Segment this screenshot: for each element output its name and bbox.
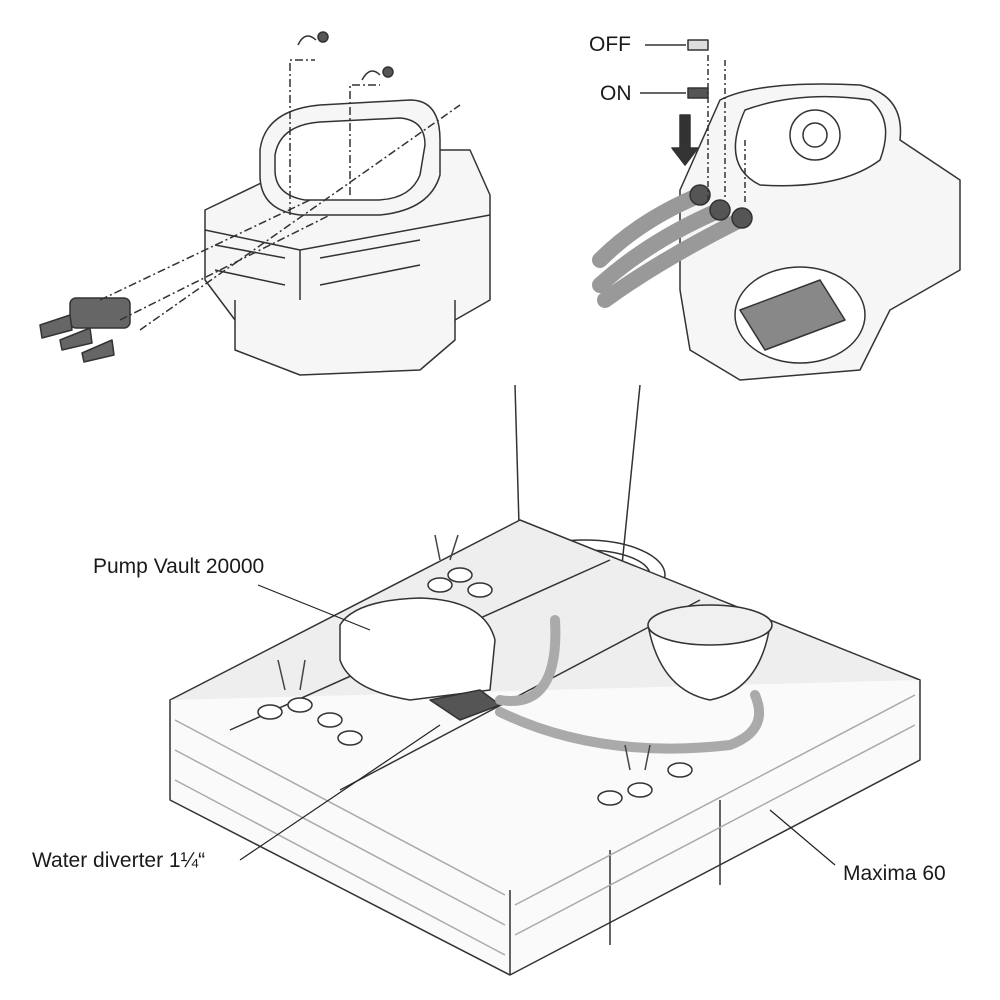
water-feature-bowl xyxy=(647,604,773,701)
assembly-guide-lines xyxy=(99,59,461,331)
switch-on-label: ON xyxy=(600,82,632,105)
hoses xyxy=(495,615,764,754)
maxima-crate-platform xyxy=(169,519,921,976)
screw-icons xyxy=(297,31,394,81)
diverter-part-exploded xyxy=(39,297,131,363)
vault-with-hoses-view xyxy=(592,39,961,381)
pump-vault-label: Pump Vault 20000 xyxy=(93,555,265,578)
leader-lines xyxy=(239,584,836,866)
maxima-label: Maxima 60 xyxy=(843,862,946,885)
water-diverter-label: Water diverter 1¼“ xyxy=(32,849,206,872)
vault-exploded-view xyxy=(204,99,491,376)
switch-off-label: OFF xyxy=(589,33,631,56)
stones-and-plants xyxy=(257,534,693,806)
